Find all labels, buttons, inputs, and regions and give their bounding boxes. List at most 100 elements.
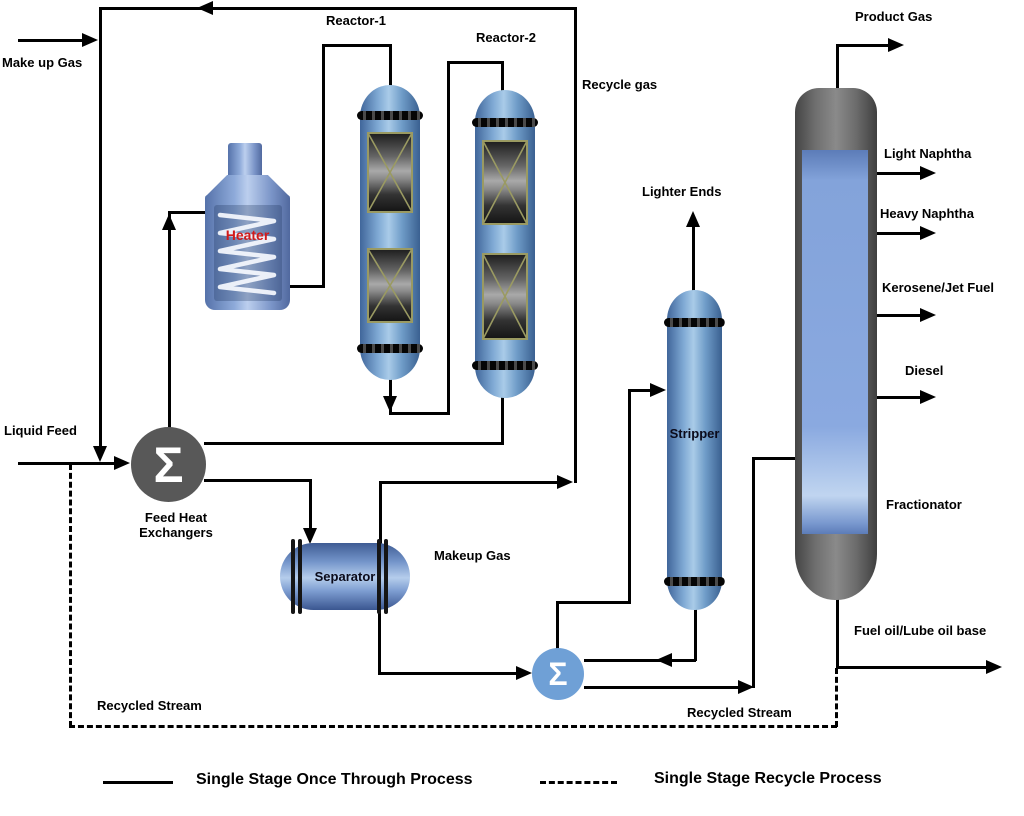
heater-shoulder — [205, 175, 290, 197]
stripper-label: Stripper — [669, 426, 720, 441]
reactor1-bed-1 — [367, 132, 413, 213]
line-to-reactor1-h — [322, 44, 392, 47]
label-kerosene-jet-fuel: Kerosene/Jet Fuel — [882, 280, 994, 295]
arrow-kerosene-icon — [920, 308, 936, 322]
line-recycle-gas-riser — [574, 7, 577, 483]
arrow-liquid-feed-icon — [114, 456, 130, 470]
line-frac-feed-riser — [752, 457, 755, 688]
line-makeup-gas-down — [99, 7, 102, 446]
stripper-vessel: Stripper — [664, 290, 725, 610]
separator-label: Separator — [314, 569, 376, 584]
line-product-gas-h — [836, 44, 890, 47]
mixer: Σ — [532, 648, 584, 700]
line-mixer-up — [556, 601, 559, 650]
line-lighter-ends — [692, 227, 695, 292]
line-stripper-feed-h — [628, 389, 651, 392]
line-r2-to-exchanger — [204, 442, 504, 445]
reactor1-top-flange — [357, 111, 423, 120]
label-lighter-ends: Lighter Ends — [642, 184, 722, 199]
line-r1-r2-bottom — [389, 412, 450, 415]
arrow-bottoms-to-mixer-icon — [656, 653, 672, 667]
separator-flange — [298, 539, 302, 614]
label-heavy-naphtha: Heavy Naphtha — [880, 206, 974, 221]
legend-dashed-label: Single Stage Recycle Process — [654, 770, 882, 787]
label-product-gas: Product Gas — [855, 9, 933, 24]
line-exchanger-to-separator-h — [204, 479, 312, 482]
arrow-fuel-oil-icon — [986, 660, 1002, 674]
separator-vessel: Separator — [280, 539, 410, 614]
feed-heat-exchanger: Σ — [131, 427, 206, 502]
reactor2-bed-2 — [482, 253, 528, 340]
heater-neck — [228, 143, 262, 177]
line-kerosene — [876, 314, 922, 317]
line-light-naphtha — [876, 172, 922, 175]
legend-dashed-line — [540, 781, 617, 784]
label-light-naphtha: Light Naphtha — [884, 146, 972, 161]
heater-coil-icon — [217, 212, 277, 296]
arrow-to-heater-icon — [162, 214, 176, 230]
line-mixer-to-frac-h — [584, 686, 740, 689]
arrow-diesel-icon — [920, 390, 936, 404]
arrow-into-mixer-icon — [516, 666, 532, 680]
reactor1-bottom-flange — [357, 344, 423, 353]
legend-solid-line — [103, 781, 173, 784]
label-recycled-stream-left: Recycled Stream — [97, 698, 202, 713]
label-diesel: Diesel — [905, 363, 944, 378]
label-make-up-gas: Make up Gas — [2, 55, 83, 70]
label-fuel-oil-lube: Fuel oil/Lube oil base — [854, 623, 987, 638]
line-heater-out-v — [322, 44, 325, 287]
line-fuel-oil-h — [836, 666, 988, 669]
heater-label: Heater — [225, 227, 270, 243]
line-exchanger-to-heater-v — [168, 211, 171, 430]
arrow-product-gas-icon — [888, 38, 904, 52]
line-r1-r2-riser — [447, 61, 450, 415]
line-product-gas-v — [836, 44, 839, 90]
line-exchanger-to-heater-h — [168, 211, 206, 214]
fractionator-inner-panel — [802, 150, 868, 534]
label-fractionator: Fractionator — [886, 497, 962, 512]
label-recycled-stream-right: Recycled Stream — [687, 705, 792, 720]
arrow-reactor1-out-icon — [383, 396, 397, 412]
mixer-symbol-icon: Σ — [548, 655, 568, 692]
reactor1-bed-2 — [367, 248, 413, 323]
line-mixer-right — [556, 601, 631, 604]
arrow-makeup-gas-icon — [82, 33, 98, 47]
line-stripper-bottoms-h — [584, 659, 696, 662]
dashed-recycle-bottom — [69, 725, 837, 728]
dashed-recycle-down — [835, 668, 838, 727]
stripper-bottom-flange — [664, 577, 725, 586]
dashed-recycle-up — [69, 464, 72, 727]
label-recycle-gas: Recycle gas — [582, 77, 658, 92]
arrow-gas-to-recycle-icon — [557, 475, 573, 489]
arrow-to-frac-riser-icon — [738, 680, 754, 694]
line-makeup-gas-inlet — [18, 39, 84, 42]
reactor2-vessel — [472, 90, 538, 398]
heater-vessel: Heater — [205, 143, 290, 310]
line-separator-gas-v — [379, 481, 382, 545]
reactor2-bottom-flange — [472, 361, 538, 370]
heat-exchanger-symbol-icon: Σ — [153, 436, 184, 493]
arrow-lighter-ends-icon — [686, 211, 700, 227]
line-liquid-feed — [18, 462, 116, 465]
arrow-heavy-naphtha-icon — [920, 226, 936, 240]
line-exchanger-to-separator-v — [309, 479, 312, 529]
arrow-recycle-top-left-icon — [197, 1, 213, 15]
line-separator-liquid-h — [378, 672, 518, 675]
label-makeup-gas: Makeup Gas — [434, 548, 511, 563]
arrow-into-feed-icon — [93, 446, 107, 462]
line-diesel — [876, 396, 922, 399]
arrow-light-naphtha-icon — [920, 166, 936, 180]
line-heater-out-h — [288, 285, 325, 288]
stripper-top-flange — [664, 318, 725, 327]
line-separator-liquid-v — [378, 608, 381, 674]
fractionator-vessel — [795, 88, 877, 600]
arrow-into-stripper-icon — [650, 383, 666, 397]
separator-flange — [384, 539, 388, 614]
separator-flange — [291, 539, 295, 614]
reactor2-bed-1 — [482, 140, 528, 225]
reactor2-top-flange — [472, 118, 538, 127]
line-heavy-naphtha — [876, 232, 922, 235]
line-r1-r2-top — [447, 61, 504, 64]
line-stripper-bottoms-v — [694, 608, 697, 661]
